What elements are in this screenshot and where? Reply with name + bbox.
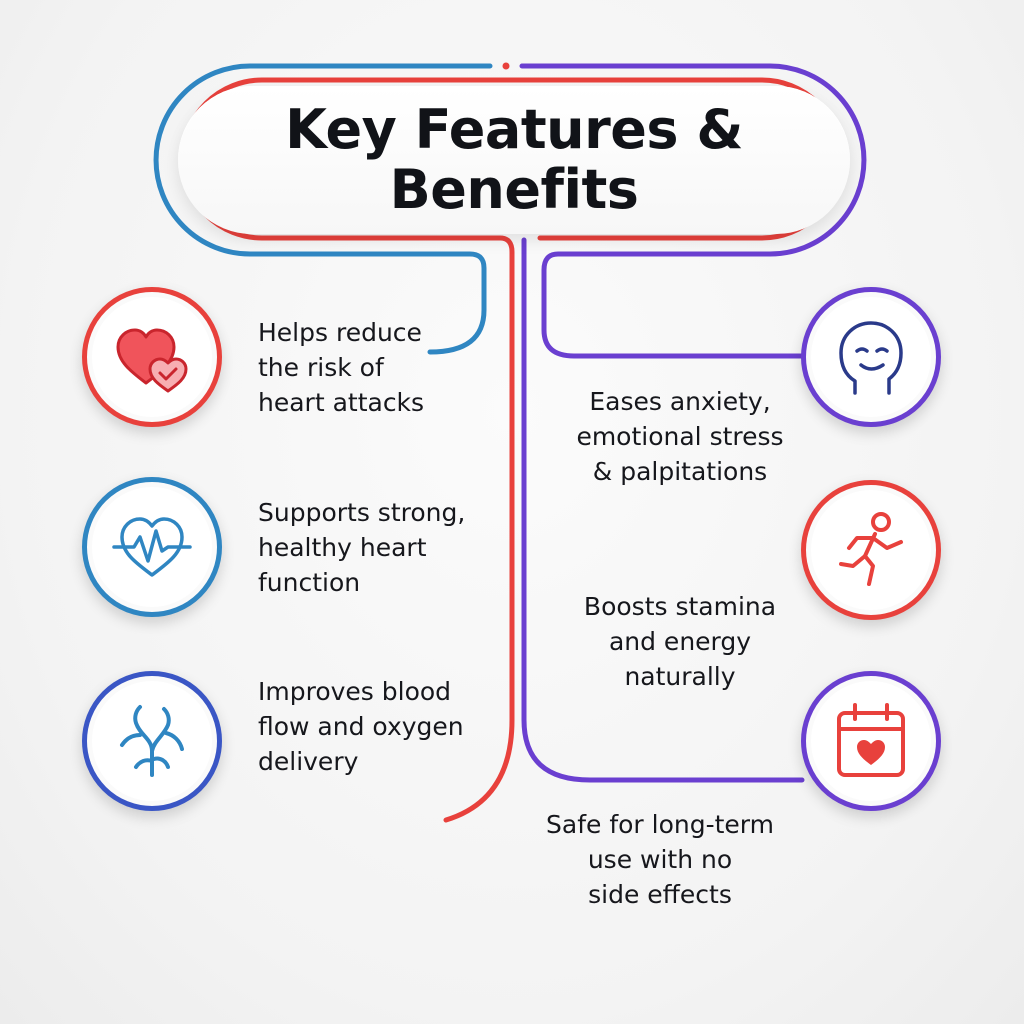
feature-text-heart-attacks: Helps reduce the risk of heart attacks bbox=[258, 315, 424, 420]
feature-line: naturally bbox=[624, 662, 736, 691]
feature-line: Supports strong, bbox=[258, 498, 466, 527]
feature-line: Helps reduce bbox=[258, 318, 422, 347]
calm-face-icon bbox=[839, 321, 903, 395]
feature-line: Safe for long-term bbox=[546, 810, 774, 839]
feature-line: heart attacks bbox=[258, 388, 425, 417]
feature-line: healthy heart bbox=[258, 533, 427, 562]
badge-heart-check bbox=[82, 287, 222, 427]
feature-line: & palpitations bbox=[592, 457, 768, 486]
running-person-icon bbox=[839, 512, 903, 586]
feature-line: delivery bbox=[258, 747, 359, 776]
purple-trunk-line bbox=[521, 237, 805, 783]
calendar-heart-icon bbox=[837, 703, 905, 777]
feature-text-blood-flow: Improves blood flow and oxygen delivery bbox=[258, 674, 464, 779]
feature-line: function bbox=[258, 568, 361, 597]
badge-calendar-heart bbox=[801, 671, 941, 811]
badge-heartbeat bbox=[82, 477, 222, 617]
badge-calm-face bbox=[801, 287, 941, 427]
junction-dot bbox=[502, 62, 510, 70]
feature-line: use with no bbox=[587, 845, 733, 874]
feature-line: side effects bbox=[588, 880, 732, 909]
outer-purple-line bbox=[519, 63, 867, 359]
feature-text-stamina: Boosts stamina and energy naturally bbox=[560, 589, 800, 694]
outer-blue-line bbox=[153, 63, 493, 355]
heartbeat-icon bbox=[112, 517, 192, 577]
feature-text-safety: Safe for long-term use with no side effe… bbox=[520, 807, 800, 912]
feature-line: Improves blood bbox=[258, 677, 452, 706]
feature-line: the risk of bbox=[258, 353, 384, 382]
feature-line: Boosts stamina bbox=[583, 592, 777, 621]
feature-line: emotional stress bbox=[576, 422, 784, 451]
title-line-1: Key Features & bbox=[285, 98, 743, 161]
feature-line: flow and oxygen bbox=[258, 712, 464, 741]
badge-blood-vessel bbox=[82, 671, 222, 811]
title-pill: Key Features & Benefits bbox=[178, 86, 850, 234]
feature-line: and energy bbox=[608, 627, 752, 656]
title-line-2: Benefits bbox=[389, 158, 639, 221]
blood-vessel-icon bbox=[120, 705, 184, 777]
feature-text-heart-function: Supports strong, healthy heart function bbox=[258, 495, 465, 600]
feature-text-anxiety: Eases anxiety, emotional stress & palpit… bbox=[560, 384, 800, 489]
badge-running bbox=[801, 480, 941, 620]
feature-line: Eases anxiety, bbox=[589, 387, 771, 416]
heart-check-icon bbox=[116, 328, 188, 393]
